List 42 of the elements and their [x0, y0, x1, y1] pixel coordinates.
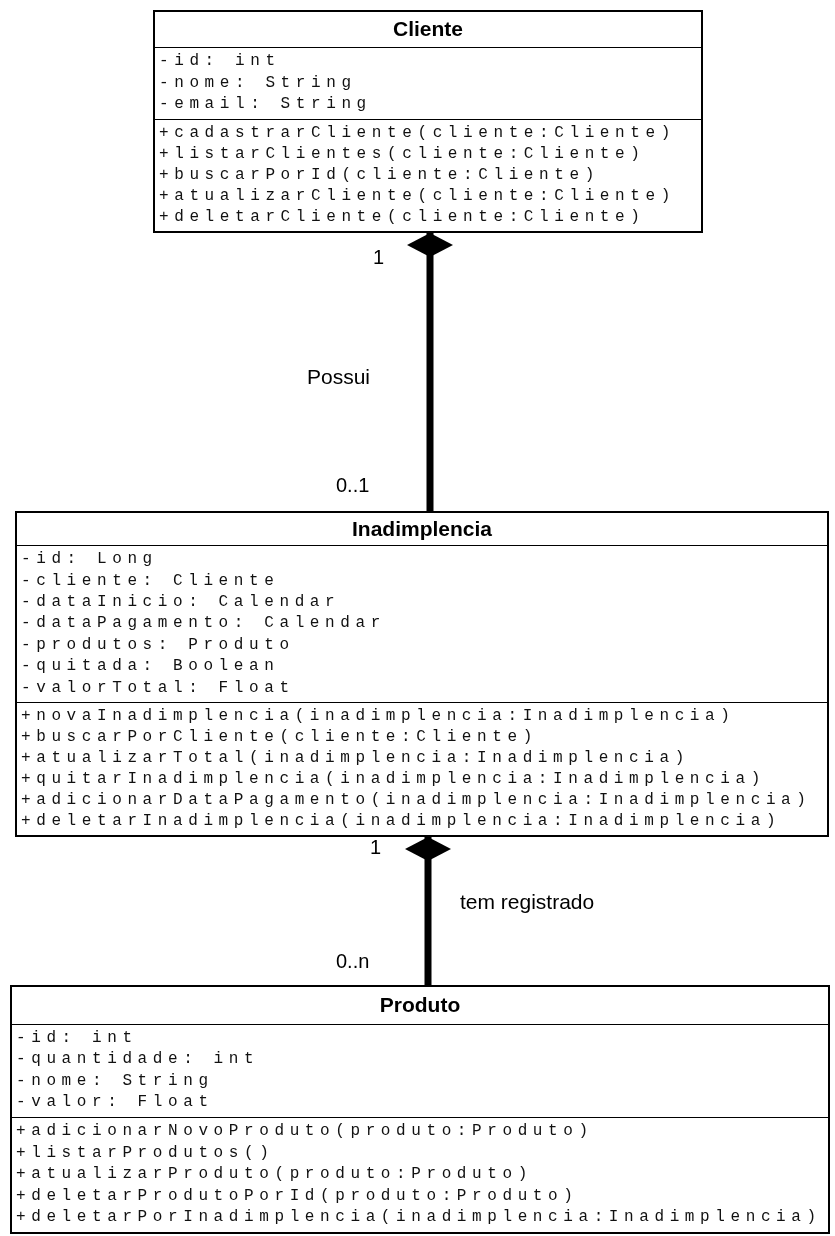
method-text: +atualizarCliente(cliente:Cliente) [159, 186, 676, 207]
attribute-text: -nome: String [16, 1070, 214, 1092]
method-text: +deletarPorInadimplencia(inadimplencia:Inadimplencia) [16, 1207, 822, 1229]
method-text: +adicionarNovoProduto(produto:Produto) [16, 1121, 594, 1143]
class-name: Cliente [393, 17, 463, 42]
multiplicity-label: 0..n [336, 950, 370, 973]
method-text: +buscarPorCliente(cliente:Cliente) [21, 727, 538, 748]
class-box [10, 985, 830, 1234]
attribute-text: -id: int [16, 1027, 138, 1049]
multiplicity-label: 0..1 [336, 474, 370, 497]
attribute-text: -nome: String [159, 72, 357, 94]
multiplicity-label: 1 [370, 836, 382, 859]
method-text: +atualizarProduto(produto:Produto) [16, 1164, 533, 1186]
class-box [153, 10, 703, 233]
composition-line [405, 837, 451, 985]
attribute-text: -dataPagamento: Calendar [21, 613, 386, 635]
attribute-text: -valor: Float [16, 1092, 214, 1114]
attribute-text: -email: String [159, 94, 372, 116]
method-text: +deletarProdutoPorId(produto:Produto) [16, 1185, 579, 1207]
composition-line [407, 233, 453, 511]
attribute-text: -valorTotal: Float [21, 677, 295, 699]
method-text: +novaInadimplencia(inadimplencia:Inadimplencia) [21, 706, 736, 727]
attribute-text: -id: Long [21, 549, 158, 571]
method-text: +listarClientes(cliente:Cliente) [159, 144, 646, 165]
method-text: +listarProdutos() [16, 1142, 275, 1164]
method-text: +quitarInadimplencia(inadimplencia:Inadimplencia) [21, 769, 766, 790]
method-text: +atualizarTotal(inadimplencia:Inadimplencia) [21, 748, 690, 769]
attribute-text: -dataInicio: Calendar [21, 591, 341, 613]
method-text: +deletarInadimplencia(inadimplencia:Inadimplencia) [21, 811, 782, 832]
method-text: +adicionarDataPagamento(inadimplencia:Inadimplencia) [21, 790, 812, 811]
class-box [15, 511, 829, 837]
method-text: +buscarPorId(cliente:Cliente) [159, 165, 600, 186]
method-text: +cadastrarCliente(cliente:Cliente) [159, 123, 676, 144]
attribute-text: -quitada: Boolean [21, 656, 280, 678]
attribute-text: -produtos: Produto [21, 634, 295, 656]
attribute-text: -quantidade: int [16, 1049, 260, 1071]
method-text: +deletarCliente(cliente:Cliente) [159, 207, 646, 228]
attribute-text: -id: int [159, 50, 281, 72]
attribute-text: -cliente: Cliente [21, 570, 280, 592]
multiplicity-label: 1 [373, 246, 385, 269]
class-name: Inadimplencia [351, 517, 492, 542]
class-name: Produto [379, 993, 461, 1018]
